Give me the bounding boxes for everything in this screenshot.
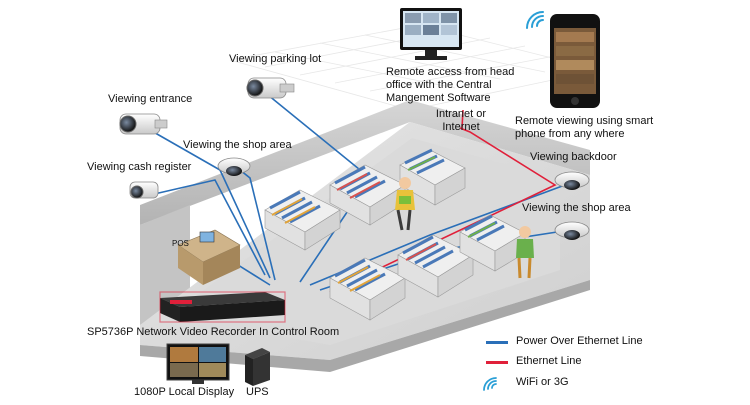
legend-ethernet-text: Ethernet Line [516, 355, 582, 367]
legend-item-wifi: WiFi or 3G [486, 376, 736, 392]
staff-figure [516, 226, 534, 279]
label-backdoor: Viewing backdoor [530, 151, 617, 163]
shelf-unit [397, 234, 474, 298]
label-entrance: Viewing entrance [108, 93, 193, 105]
legend-wifi-icon [483, 377, 497, 391]
label-remote-office: Remote access from head office with the … [386, 66, 515, 104]
shelf-unit [399, 148, 466, 206]
dome-camera-shop-left [217, 157, 251, 176]
label-nvr: SP5736P Network Video Recorder In Contro… [87, 326, 340, 338]
label-smartphone: Remote viewing using smart phone from an… [515, 115, 654, 140]
shopper-figure [395, 177, 415, 231]
label-local-display: 1080P Local Display [134, 386, 235, 398]
legend-item-poe: Power Over Ethernet Line [486, 335, 736, 351]
shelf-unit [329, 257, 406, 321]
label-intranet: Intranet or Internet [435, 108, 487, 133]
legend-ethernet-line [486, 361, 508, 364]
label-shop-area-left: Viewing the shop area [183, 139, 292, 151]
camera-entrance [119, 113, 168, 135]
legend-poe-line [486, 341, 508, 344]
camera-cash-register [129, 181, 159, 199]
nvr-device [159, 291, 286, 323]
label-cash-register: Viewing cash register [87, 161, 192, 173]
shelf-unit [264, 189, 341, 251]
shelf-unit [329, 164, 406, 226]
pos-counter [177, 229, 241, 285]
dome-camera-shop-right [554, 221, 590, 240]
legend-wifi-text: WiFi or 3G [516, 376, 569, 388]
legend-marks [483, 341, 508, 391]
smartphone [550, 14, 600, 108]
local-display [166, 343, 230, 384]
label-shop-area-right: Viewing the shop area [522, 202, 631, 214]
label-parking-lot: Viewing parking lot [229, 53, 322, 65]
wifi-icon [526, 11, 544, 29]
label-pos: POS [172, 239, 189, 248]
legend-item-ethernet: Ethernet Line [486, 355, 736, 371]
dome-camera-backdoor [554, 171, 590, 190]
ups-unit [245, 348, 270, 386]
label-ups: UPS [246, 386, 269, 398]
remote-office-monitor [400, 8, 462, 60]
legend-poe-text: Power Over Ethernet Line [516, 335, 643, 347]
camera-parking-lot [246, 77, 295, 99]
